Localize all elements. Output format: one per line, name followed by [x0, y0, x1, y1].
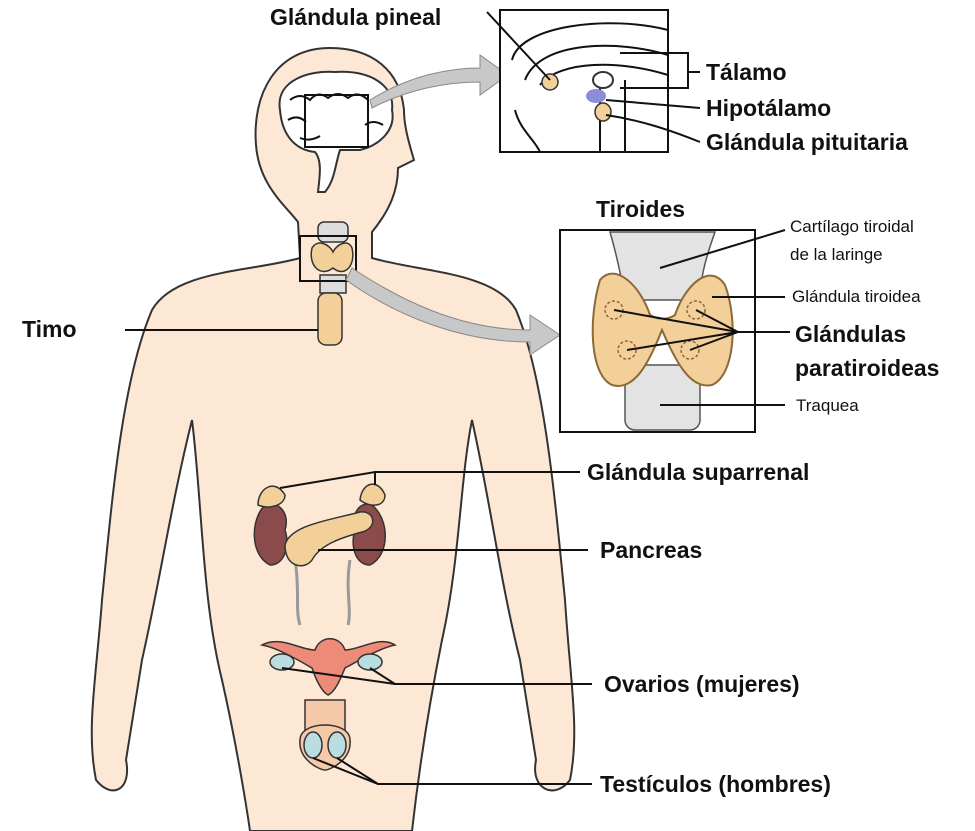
brain-zoom-box [304, 94, 369, 148]
thyroid-zoom-box [299, 235, 357, 282]
label-trachea: Traquea [796, 396, 859, 415]
label-pituitary: Glándula pituitaria [706, 129, 908, 155]
body-silhouette [90, 46, 576, 831]
brain [278, 70, 394, 193]
label-testes: Testículos (hombres) [600, 771, 831, 797]
label-cartilage-1: Cartílago tiroidal [790, 217, 914, 236]
hypothalamus [586, 89, 606, 103]
label-thymus: Timo [22, 316, 77, 342]
brain-inset [499, 9, 669, 153]
label-thyroid-title: Tiroides [596, 196, 685, 222]
label-pancreas: Pancreas [600, 537, 702, 563]
label-thalamus: Tálamo [706, 59, 787, 85]
label-cartilage-2: de la laringe [790, 245, 883, 264]
adrenal-left [257, 485, 286, 508]
thymus [317, 292, 343, 346]
arrow-thyroid [345, 267, 561, 356]
pancreas [284, 511, 374, 567]
kidney-left [253, 503, 288, 566]
label-parathyroid-2: paratiroideas [795, 355, 939, 381]
adrenal-right [359, 483, 386, 506]
label-hypothalamus: Hipotálamo [706, 95, 831, 121]
pineal-gland [541, 73, 559, 91]
thyroid-small [310, 242, 354, 273]
label-ovaries: Ovarios (mujeres) [604, 671, 800, 697]
label-parathyroid-1: Glándulas [795, 321, 906, 347]
ovary-right [357, 653, 383, 671]
label-pineal: Glándula pineal [270, 4, 441, 30]
arrow-brain [369, 54, 509, 109]
label-adrenal: Glándula suparrenal [587, 459, 809, 485]
ovary-left [269, 653, 295, 671]
label-thyroid-gland: Glándula tiroidea [792, 287, 921, 306]
pituitary [594, 102, 612, 122]
